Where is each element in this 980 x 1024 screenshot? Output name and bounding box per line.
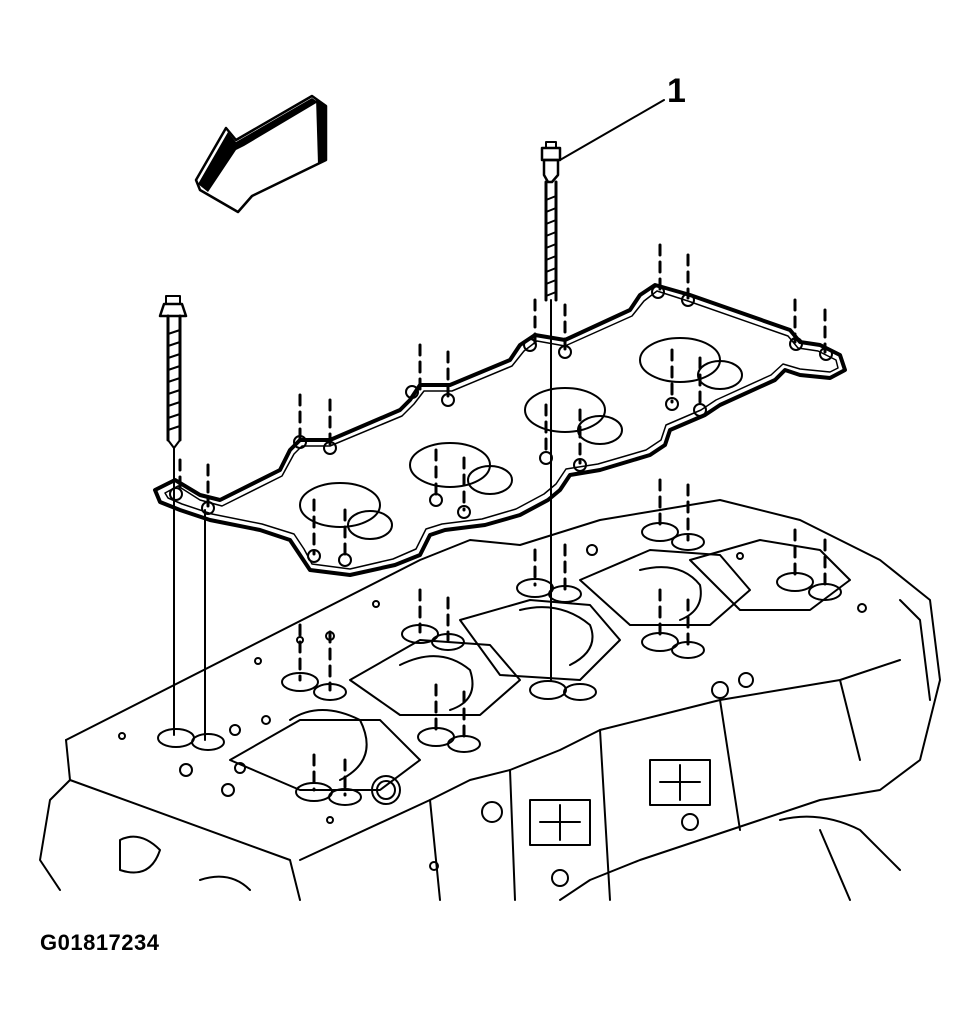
figure-id: G01817234 xyxy=(40,930,160,955)
alignment-lines xyxy=(178,243,827,797)
gasket xyxy=(153,283,847,577)
callout-number-1: 1 xyxy=(667,72,686,110)
head-bolt-left xyxy=(158,295,206,741)
head-bolt-callout-1 xyxy=(540,141,562,681)
callout-leader-line xyxy=(559,99,665,161)
front-direction-arrow-icon xyxy=(194,94,328,214)
engine-block xyxy=(39,499,941,901)
block-bolt-holes xyxy=(157,522,842,806)
